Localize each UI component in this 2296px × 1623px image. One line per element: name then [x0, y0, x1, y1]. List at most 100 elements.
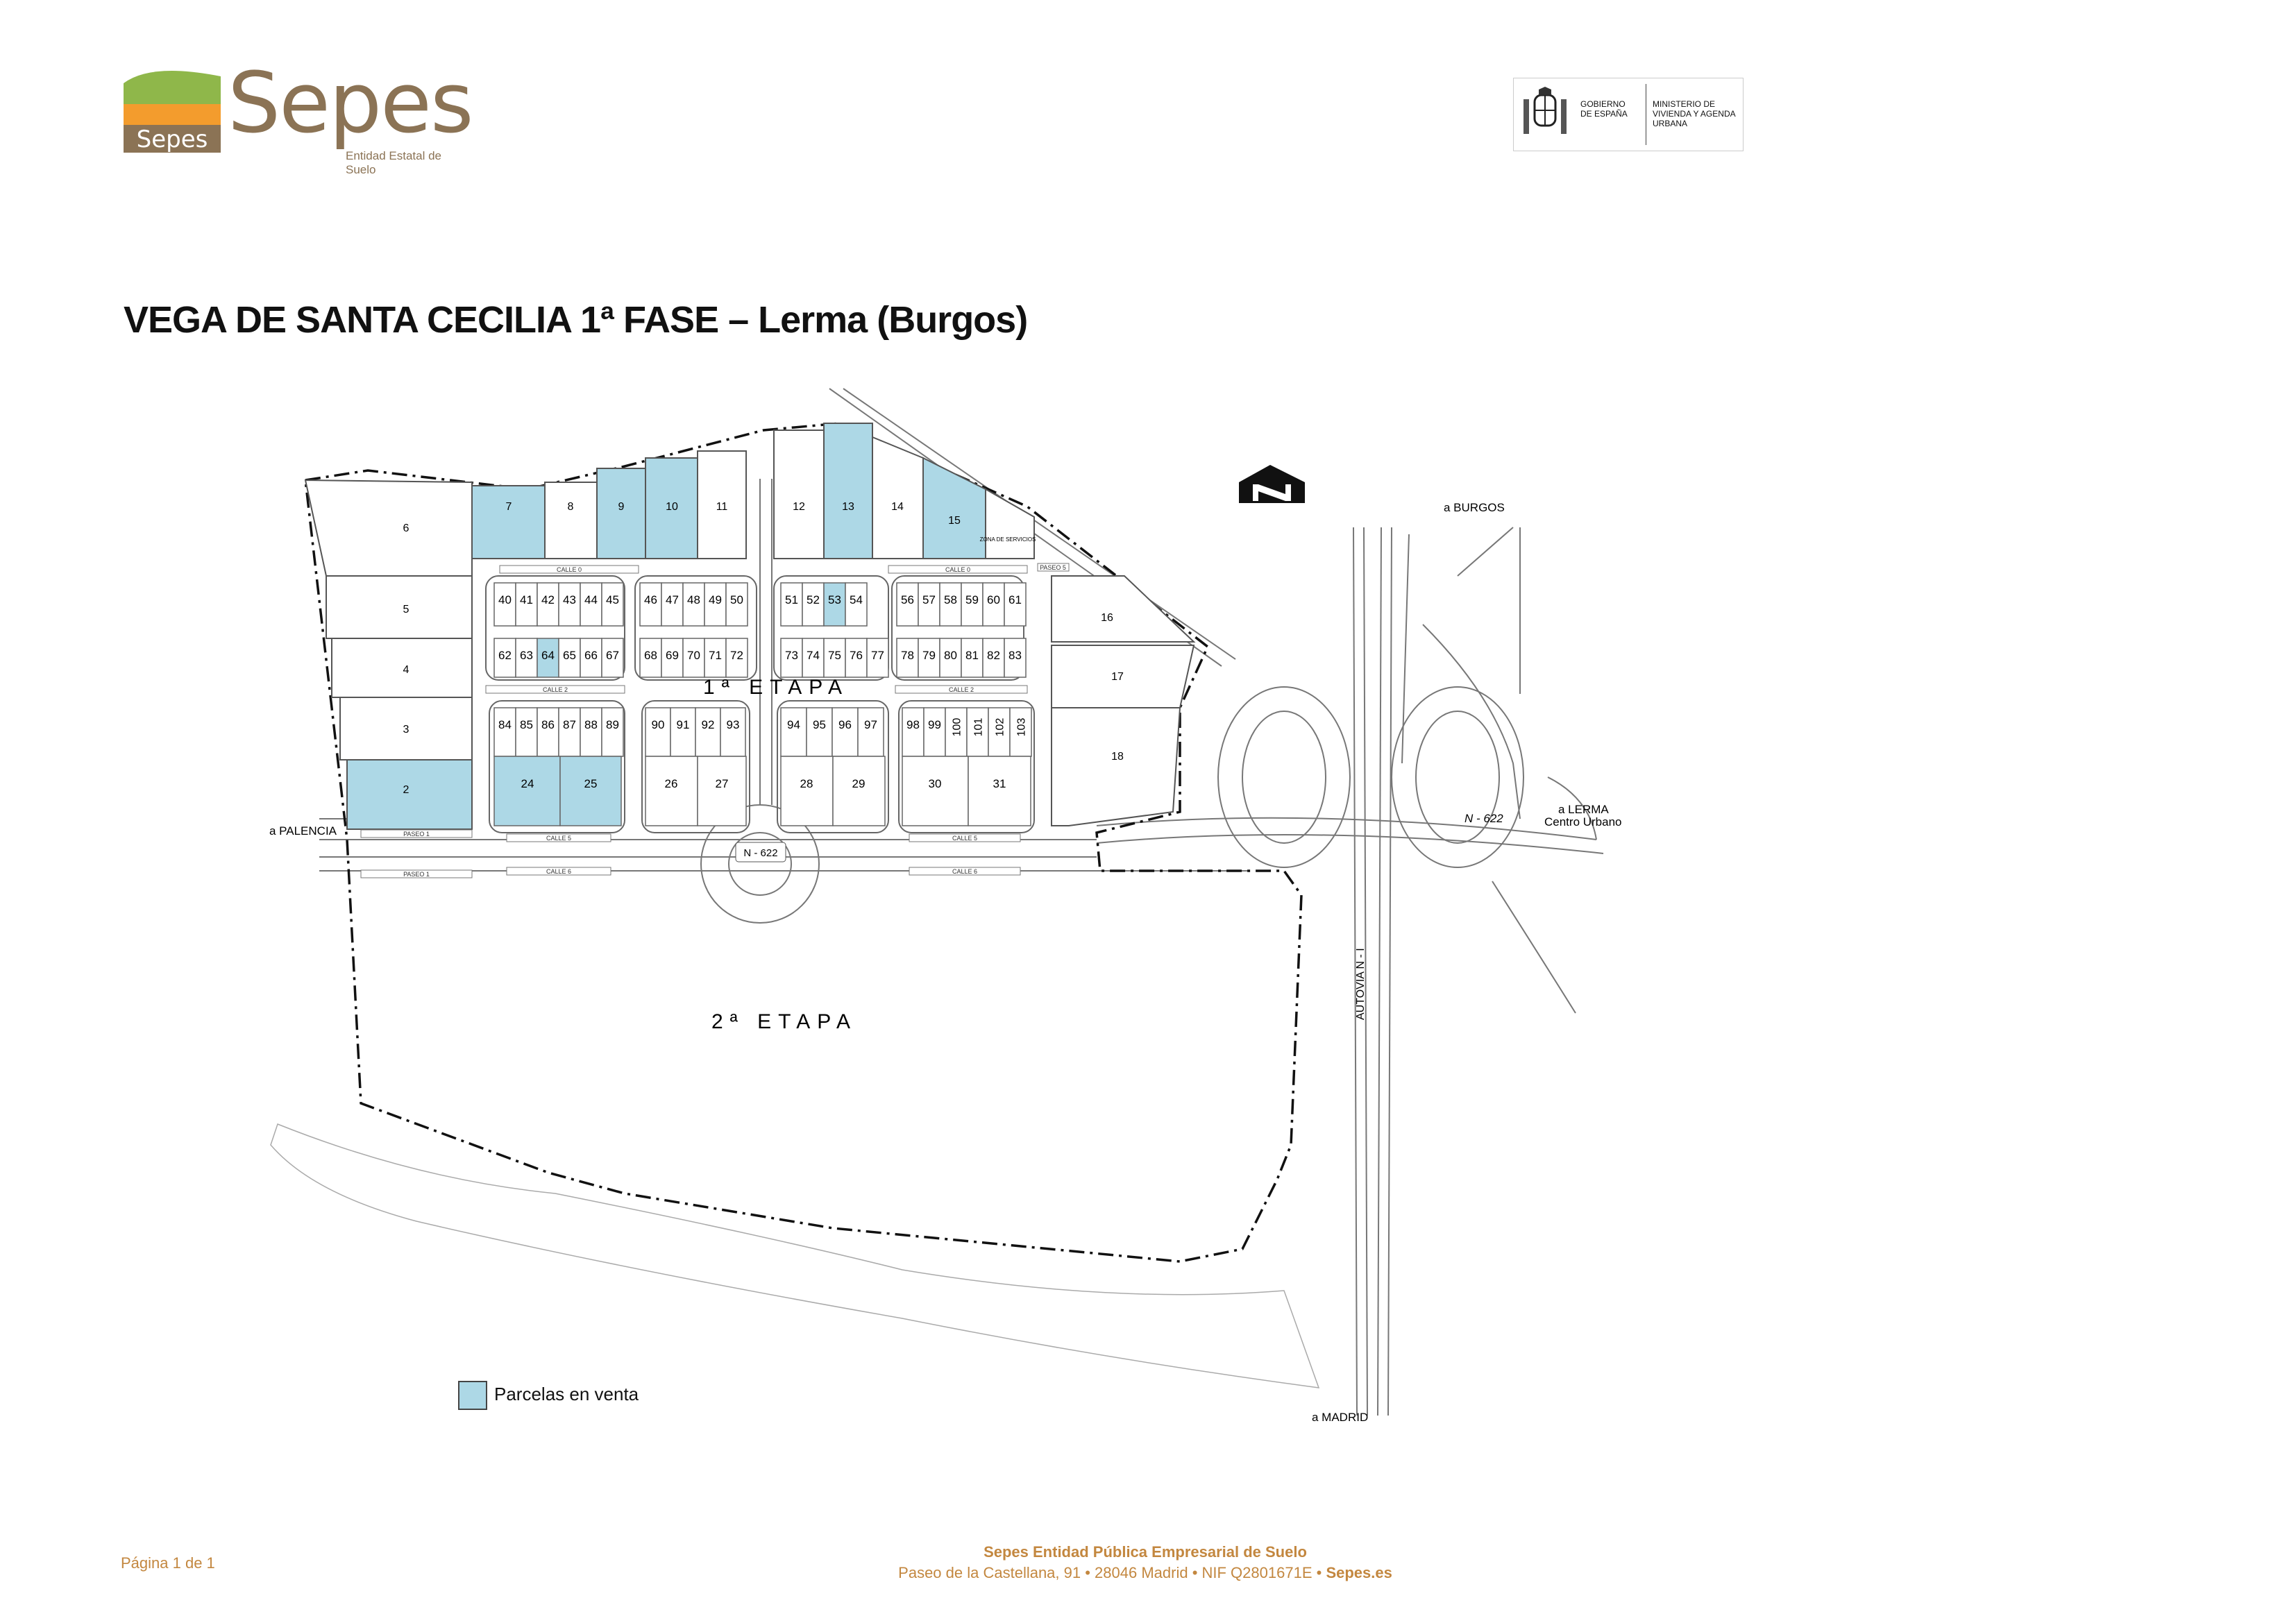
- parcel-label-72: 72: [730, 649, 743, 662]
- road-labels: N - 622 N - 622 AUTOVIA N - I: [735, 812, 1503, 1020]
- parcel-93: [720, 707, 746, 757]
- parcel-label-98: 98: [906, 718, 920, 731]
- logo-word: Sepes: [228, 56, 474, 152]
- parcel-103: [1009, 707, 1032, 757]
- parcel-label-91: 91: [677, 718, 690, 731]
- parcel-label-79: 79: [922, 649, 936, 662]
- svg-text:18: 18: [1111, 751, 1124, 763]
- parcel-label-69: 69: [666, 649, 679, 662]
- parcel-58: [939, 582, 962, 627]
- parcel-label-50: 50: [730, 593, 743, 606]
- page-title: VEGA DE SANTA CECILIA 1ª FASE – Lerma (B…: [124, 299, 1028, 341]
- parcel-73: [780, 638, 803, 678]
- svg-text:16: 16: [1101, 612, 1113, 624]
- parcel-11: [697, 450, 747, 559]
- parcel-5: [326, 575, 473, 639]
- parcel-label-97: 97: [864, 718, 877, 731]
- parcel-25: [559, 756, 622, 826]
- parcel-65: [558, 638, 581, 678]
- svg-text:Centro Urbano: Centro Urbano: [1544, 815, 1622, 829]
- parcel-28: [780, 756, 834, 826]
- parcel-label-92: 92: [702, 718, 715, 731]
- parcel-label-77: 77: [871, 649, 884, 662]
- legend-swatch: [458, 1381, 487, 1410]
- parcel-102: [988, 707, 1011, 757]
- service-zone: [985, 488, 1035, 559]
- svg-text:CALLE 2: CALLE 2: [949, 686, 974, 693]
- svg-text:a BURGOS: a BURGOS: [1444, 501, 1505, 514]
- svg-text:13: 13: [842, 501, 854, 513]
- parcel-label-56: 56: [901, 593, 914, 606]
- service-zone-label: ZONA DE SERVICIOS: [980, 536, 1036, 543]
- svg-text:PASEO 1: PASEO 1: [403, 831, 430, 838]
- svg-text:30: 30: [929, 777, 942, 790]
- parcel-label-100: 100: [952, 718, 963, 737]
- svg-text:10: 10: [666, 501, 678, 513]
- parcel-label-73: 73: [785, 649, 798, 662]
- parcel-label-103: 103: [1016, 718, 1028, 737]
- svg-text:17: 17: [1111, 671, 1124, 683]
- parcel-label-58: 58: [944, 593, 957, 606]
- parcel-43: [558, 582, 581, 627]
- svg-text:a PALENCIA: a PALENCIA: [269, 824, 337, 838]
- parcel-90: [645, 707, 671, 757]
- parcel-label-41: 41: [520, 593, 533, 606]
- parcel-16: [1051, 575, 1196, 643]
- footer: Sepes Entidad Pública Empresarial de Sue…: [763, 1542, 1527, 1583]
- parcel-41: [515, 582, 538, 627]
- parcel-81: [961, 638, 984, 678]
- parcel-label-53: 53: [828, 593, 841, 606]
- parcel-87: [558, 707, 581, 757]
- svg-text:15: 15: [948, 515, 961, 527]
- parcel-49: [704, 582, 727, 627]
- parcel-label-84: 84: [498, 718, 512, 731]
- parcel-label-59: 59: [965, 593, 979, 606]
- parcel-83: [1004, 638, 1027, 678]
- parcel-label-43: 43: [563, 593, 576, 606]
- parcel-71: [704, 638, 727, 678]
- parcel-label-49: 49: [709, 593, 722, 606]
- parcel-31: [968, 756, 1031, 826]
- parcel-3: [339, 697, 473, 760]
- svg-text:CALLE 5: CALLE 5: [546, 835, 571, 842]
- svg-text:CALLE 0: CALLE 0: [557, 566, 582, 573]
- parcel-69: [661, 638, 684, 678]
- parcel-50: [725, 582, 748, 627]
- parcel-label-89: 89: [606, 718, 619, 731]
- parcel-label-40: 40: [498, 593, 512, 606]
- north-parcels: 7 8 9 10 11 12 13 14 15: [471, 423, 1035, 559]
- direction-labels: a BURGOS a PALENCIA a LERMA Centro Urban…: [269, 501, 1622, 1424]
- river-outline: [270, 1123, 1320, 1388]
- parcel-53: [823, 582, 846, 627]
- parcel-label-94: 94: [787, 718, 800, 731]
- svg-text:CALLE 6: CALLE 6: [546, 868, 571, 875]
- svg-text:4: 4: [403, 664, 410, 676]
- parcel-52: [802, 582, 825, 627]
- parcel-8: [544, 482, 598, 559]
- svg-text:14: 14: [891, 501, 904, 513]
- gov-right-text: MINISTERIO DE VIVIENDA Y AGENDA URBANA: [1653, 99, 1735, 128]
- parcel-label-96: 96: [838, 718, 852, 731]
- svg-text:29: 29: [852, 777, 866, 790]
- parcel-61: [1004, 582, 1027, 627]
- parcel-label-88: 88: [584, 718, 598, 731]
- parcel-label-85: 85: [520, 718, 533, 731]
- footer-address: Paseo de la Castellana, 91 • 28046 Madri…: [898, 1564, 1322, 1581]
- parcel-24: [493, 756, 561, 826]
- svg-text:27: 27: [716, 777, 729, 790]
- parcel-98: [902, 707, 925, 757]
- parcel-label-54: 54: [850, 593, 863, 606]
- parcel-label-44: 44: [584, 593, 598, 606]
- gov-left-text: GOBIERNO DE ESPAÑA: [1580, 99, 1628, 119]
- parcel-75: [823, 638, 846, 678]
- svg-text:PASEO 5: PASEO 5: [1040, 564, 1066, 571]
- footer-web-link[interactable]: Sepes.es: [1326, 1564, 1392, 1581]
- parcel-label-71: 71: [709, 649, 722, 662]
- sepes-logo: Sepes Sepes Entidad Estatal de Suelo: [124, 62, 474, 180]
- parcel-70: [682, 638, 705, 678]
- parcel-label-87: 87: [563, 718, 576, 731]
- parcel-label-51: 51: [785, 593, 798, 606]
- parcel-30: [902, 756, 969, 826]
- parcel-label-74: 74: [807, 649, 820, 662]
